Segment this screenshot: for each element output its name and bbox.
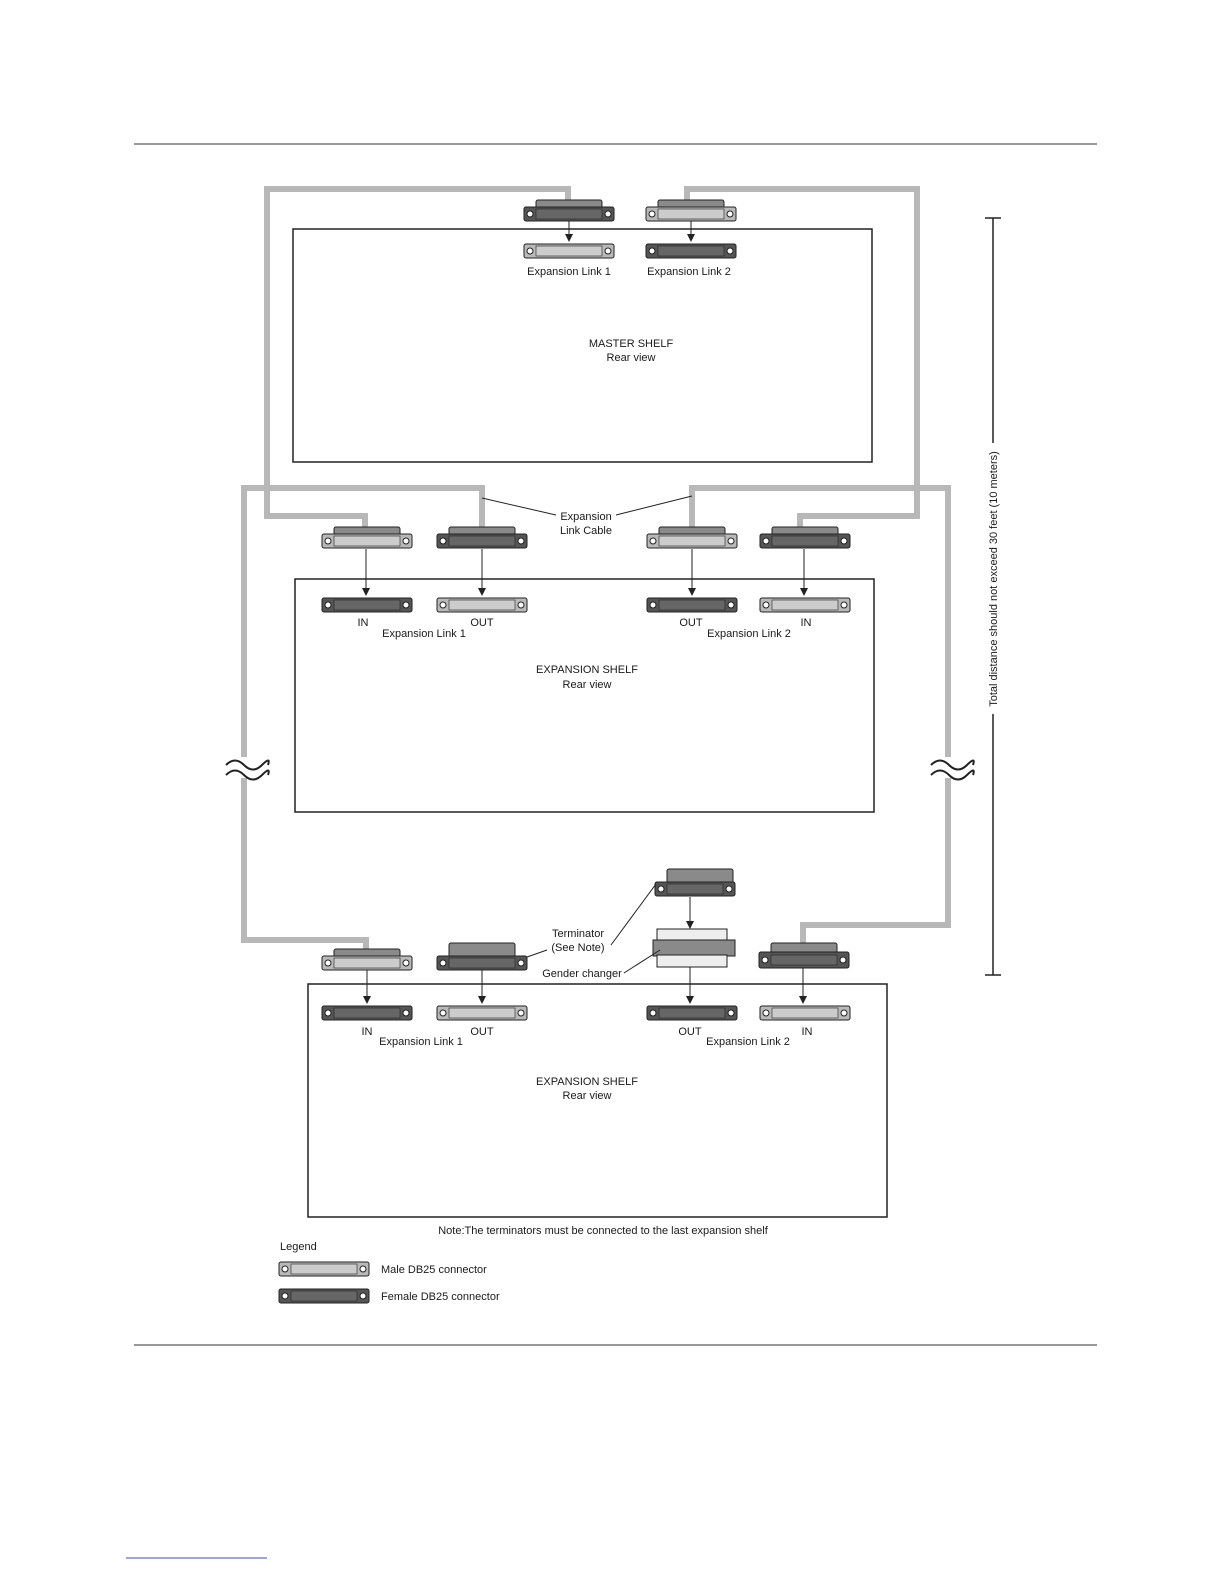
shelf2-in-right-label: IN [802,1026,813,1038]
cable-label-line1: Expansion [560,511,611,523]
shelf2-out-right-label: OUT [678,1026,702,1038]
master-link1-port-icon [523,243,615,259]
terminator-label-line2: (See Note) [551,942,604,954]
shelf1-out-left-cable-plug-icon [436,526,528,549]
gender-changer-icon [652,928,736,968]
legend-title: Legend [280,1241,317,1253]
callout-line-terminator [610,883,657,946]
cable-master-link1-to-shelf1-in [264,186,571,530]
cable-right-lower-segment [800,778,951,944]
cable-master-link2-to-shelf1-in-right [684,186,920,530]
cable-shelf1-out-left-to-shelf2-in-left [241,485,485,757]
expansion-shelf-2-box [307,983,888,1218]
shelf2-in-left-cable-plug-icon [321,948,413,971]
cable-break-right [930,759,975,781]
gender-changer-label: Gender changer [542,968,622,980]
shelf2-out-left-terminator-icon [436,942,528,971]
master-shelf-box [292,228,873,463]
shelf2-in-left-label: IN [362,1026,373,1038]
shelf1-out-right-cable-plug-icon [646,526,738,549]
shelf2-out-left-port-icon [436,1005,528,1021]
shelf1-out-right-label: OUT [679,617,703,629]
shelf2-out-left-label: OUT [470,1026,494,1038]
shelf2-in-right-port-icon [759,1005,851,1021]
callout-line-gender-changer [623,949,661,974]
shelf2-title: EXPANSION SHELF [536,1076,638,1088]
master-link1-cable-plug-icon [523,199,615,222]
cable-break-left [225,759,270,781]
shelf1-out-right-port-icon [646,597,738,613]
distance-dimension [985,217,1001,976]
master-link1-label: Expansion Link 1 [527,266,611,278]
shelf1-in-left-cable-plug-icon [321,526,413,549]
shelf2-link2-label: Expansion Link 2 [706,1036,790,1048]
legend-female-label: Female DB25 connector [381,1291,500,1303]
shelf2-out-right-terminator-icon [654,868,736,897]
shelf1-link2-label: Expansion Link 2 [707,628,791,640]
shelf1-in-left-port-icon [321,597,413,613]
shelf2-out-right-port-icon [646,1005,738,1021]
callout-line-cable-left [481,497,557,516]
expansion-shelf-1-box [294,578,875,813]
cable-shelf1-out-right-to-shelf2-in-right [689,485,951,757]
distance-label: Total distance should not exceed 30 feet… [988,451,1000,707]
shelf1-subtitle: Rear view [563,679,612,691]
shelf1-in-right-label: IN [801,617,812,629]
shelf1-out-left-port-icon [436,597,528,613]
master-shelf-title: MASTER SHELF [589,338,674,350]
legend-male-connector-icon [278,1261,370,1277]
master-link2-label: Expansion Link 2 [647,266,731,278]
callout-line-terminator-left [526,949,548,958]
legend-female-connector-icon [278,1288,370,1304]
legend-male-label: Male DB25 connector [381,1264,487,1276]
callout-line-cable-right [615,495,693,516]
cable-label-line2: Link Cable [560,525,612,537]
master-shelf-subtitle: Rear view [607,352,656,364]
shelf2-in-left-port-icon [321,1005,413,1021]
shelf1-in-left-label: IN [358,617,369,629]
shelf2-in-right-cable-plug-icon [758,942,850,969]
master-link2-port-icon [645,243,737,259]
shelf1-title: EXPANSION SHELF [536,664,638,676]
terminator-note: Note:The terminators must be connected t… [438,1225,769,1237]
shelf1-out-left-label: OUT [470,617,494,629]
shelf1-in-right-cable-plug-icon [759,526,851,549]
terminator-label-line1: Terminator [552,928,604,940]
shelf1-link1-label: Expansion Link 1 [382,628,466,640]
cable-left-lower-segment [241,778,369,952]
shelf2-subtitle: Rear view [563,1090,612,1102]
master-link2-cable-plug-icon [645,199,737,222]
shelf2-link1-label: Expansion Link 1 [379,1036,463,1048]
expansion-link-cables [241,186,951,952]
shelf1-in-right-port-icon [759,597,851,613]
